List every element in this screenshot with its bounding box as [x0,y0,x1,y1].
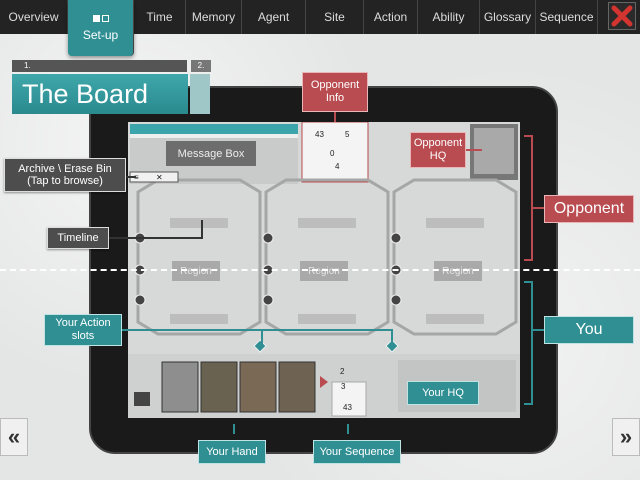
opponent-die-1: 0 [330,149,335,158]
setup-icon [92,14,109,22]
top-nav: Overview Set-up Time Memory Agent Site A… [0,0,640,56]
previous-page-button[interactable]: « [0,418,28,456]
close-x-icon [611,5,633,27]
callout-your-hq: Your HQ [407,381,479,405]
board-graphic [128,122,520,418]
tab-glossary[interactable]: Glossary [480,0,536,34]
close-button[interactable] [608,2,636,30]
tab-memory[interactable]: Memory [186,0,242,34]
callout-you: You [544,316,634,344]
archive-list-icon: ≡ [134,173,139,182]
region-3[interactable]: Region [434,261,482,281]
callout-your-action-slots: Your Action slots [44,314,122,346]
tab-setup-label: Set-up [82,27,119,42]
tab-sequence[interactable]: Sequence [536,0,598,34]
tab-setup[interactable]: Set-up [68,0,134,56]
opponent-die-2: 4 [335,162,340,171]
tab-time[interactable]: Time [134,0,186,34]
callout-your-sequence: Your Sequence [313,440,401,464]
callout-opponent-info: Opponent Info [302,72,368,112]
double-chevron-right-icon: » [619,424,633,449]
callout-archive-erase-bin: Archive \ Erase Bin (Tap to browse) [4,158,126,192]
step-indicator-1: 1. [12,60,187,72]
double-chevron-left-icon: « [7,424,21,449]
opponent-info-count: 5 [345,130,350,139]
page-title: The Board [12,74,188,114]
player-divider [0,269,640,271]
callout-opponent: Opponent [544,195,634,223]
callout-your-hand: Your Hand [198,440,266,464]
callout-timeline: Timeline [47,227,109,249]
tab-action[interactable]: Action [364,0,418,34]
tab-overview[interactable]: Overview [0,0,68,34]
step-indicator-2[interactable]: 2. [191,60,211,72]
tab-site[interactable]: Site [306,0,364,34]
tab-ability[interactable]: Ability [418,0,480,34]
region-2[interactable]: Region [300,261,348,281]
title-accent [190,74,210,114]
your-die-2: 3 [341,382,346,391]
next-page-button[interactable]: » [612,418,640,456]
your-die-1: 2 [340,367,345,376]
opponent-sequence-count: 43 [315,130,324,139]
erase-x-icon: ✕ [156,173,163,182]
message-box[interactable]: Message Box [166,141,256,166]
tab-agent[interactable]: Agent [242,0,306,34]
your-sequence-count: 43 [343,403,352,412]
region-1[interactable]: Region [172,261,220,281]
callout-opponent-hq: Opponent HQ [410,132,466,168]
